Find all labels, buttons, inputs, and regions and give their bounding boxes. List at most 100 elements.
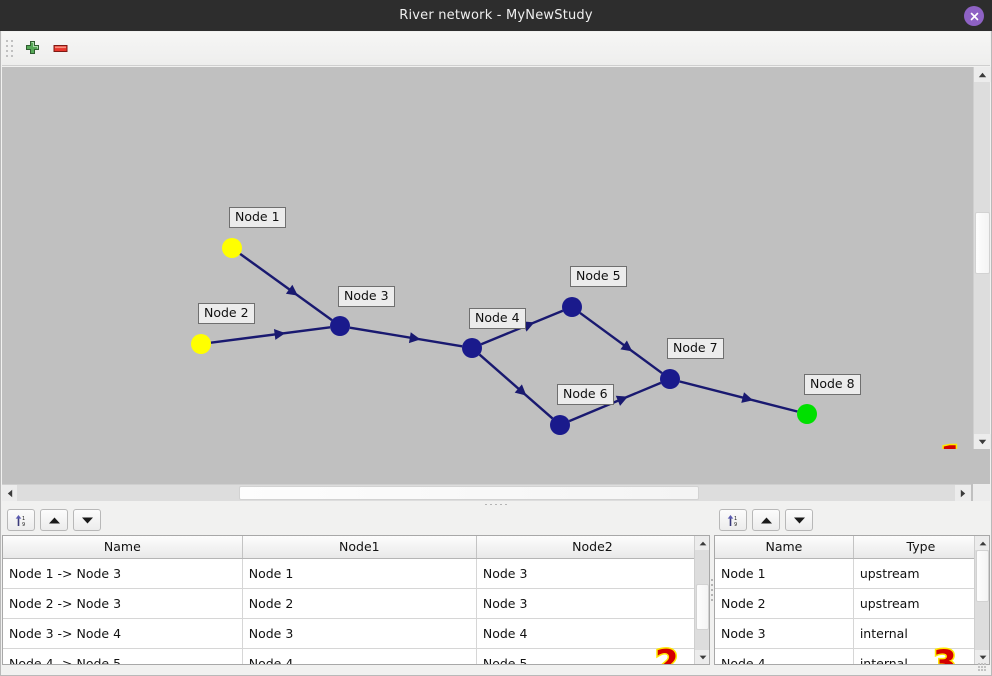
nodes-move-down-button[interactable] xyxy=(785,509,813,531)
column-header-name[interactable]: Name xyxy=(3,536,243,559)
graph-edge[interactable] xyxy=(478,353,554,420)
table-cell[interactable]: Node 1 -> Node 3 xyxy=(3,558,243,589)
graph-node[interactable] xyxy=(550,415,570,435)
graph-node-label[interactable]: Node 6 xyxy=(557,384,614,405)
network-diagram-canvas[interactable]: Node 1 Node 2 Node 3 Node 4 Node 5 Node 6 Node… xyxy=(2,67,971,449)
table-cell[interactable]: Node 4 xyxy=(476,618,709,649)
graph-node[interactable] xyxy=(797,404,817,424)
graph-node-label[interactable]: Node 1 xyxy=(229,207,286,228)
table-cell[interactable]: Node 4 xyxy=(715,648,854,664)
nodes-sort-button[interactable]: 1 9 xyxy=(719,509,747,531)
graph-node-label[interactable]: Node 4 xyxy=(469,308,526,329)
nodes-scroll-thumb[interactable] xyxy=(976,550,989,602)
table-cell[interactable]: Node 5 xyxy=(476,648,709,664)
reaches-table-scrollbar[interactable] xyxy=(694,536,709,664)
reaches-scroll-thumb[interactable] xyxy=(696,584,709,630)
chevron-down-icon xyxy=(699,655,706,659)
graph-node[interactable] xyxy=(330,316,350,336)
graph-nodes xyxy=(191,238,817,435)
table-cell[interactable]: Node 1 xyxy=(715,558,854,589)
scroll-thumb-vertical[interactable] xyxy=(975,212,990,274)
svg-text:9: 9 xyxy=(734,522,737,528)
scroll-down-button[interactable] xyxy=(974,434,991,449)
diagram-horizontal-scrollbar[interactable] xyxy=(2,484,971,501)
scroll-right-button[interactable] xyxy=(955,485,971,501)
window-resize-grip[interactable] xyxy=(978,663,986,671)
table-cell[interactable]: upstream xyxy=(853,588,989,619)
graph-edge[interactable] xyxy=(210,326,331,344)
reaches-move-up-button[interactable] xyxy=(40,509,68,531)
graph-node-label[interactable]: Node 7 xyxy=(667,338,724,359)
graph-node-label[interactable]: Node 2 xyxy=(198,303,255,324)
table-cell[interactable]: Node 3 -> Node 4 xyxy=(3,618,243,649)
table-cell[interactable]: Node 4 xyxy=(242,648,477,664)
graph-edge[interactable] xyxy=(349,326,463,348)
graph-edge[interactable] xyxy=(239,252,333,322)
column-header-node1[interactable]: Node1 xyxy=(242,536,477,559)
graph-edge-arrow xyxy=(514,384,527,396)
graph-node-label[interactable]: Node 5 xyxy=(570,266,627,287)
remove-node-button[interactable] xyxy=(46,35,74,63)
graph-edge[interactable] xyxy=(568,381,662,423)
graph-node[interactable] xyxy=(660,369,680,389)
table-cell[interactable]: Node 1 xyxy=(242,558,477,589)
nodes-move-up-button[interactable] xyxy=(752,509,780,531)
main-toolbar xyxy=(2,32,990,66)
table-cell[interactable]: Node 2 xyxy=(242,588,477,619)
graph-node-label[interactable]: Node 3 xyxy=(338,286,395,307)
column-header-type[interactable]: Type xyxy=(853,536,989,559)
graph-edge[interactable] xyxy=(579,311,663,375)
arrow-down-icon xyxy=(793,517,805,523)
nodes-scroll-down-button[interactable] xyxy=(975,650,989,664)
graph-node[interactable] xyxy=(222,238,242,258)
graph-edge[interactable] xyxy=(679,380,798,413)
column-header-node2[interactable]: Node2 xyxy=(476,536,709,559)
reaches-scroll-up-button[interactable] xyxy=(695,536,709,550)
scrollbar-corner xyxy=(973,484,990,501)
table-cell[interactable]: Node 3 xyxy=(476,558,709,589)
table-cell[interactable]: upstream xyxy=(853,558,989,589)
reaches-scroll-down-button[interactable] xyxy=(695,650,709,664)
scroll-thumb-horizontal[interactable] xyxy=(239,486,699,500)
table-cell[interactable]: Node 2 xyxy=(715,588,854,619)
table-cell[interactable]: internal xyxy=(853,648,989,664)
graph-node[interactable] xyxy=(462,338,482,358)
table-cell[interactable]: Node 3 xyxy=(715,618,854,649)
nodes-table-scrollbar[interactable] xyxy=(974,536,989,664)
chevron-down-icon xyxy=(979,655,986,659)
close-button[interactable] xyxy=(964,6,984,26)
minus-icon xyxy=(53,45,67,52)
arrow-up-icon xyxy=(48,517,60,523)
reaches-sort-button[interactable]: 1 9 xyxy=(7,509,35,531)
table-cell[interactable]: Node 2 -> Node 3 xyxy=(3,588,243,619)
toolbar-drag-handle[interactable] xyxy=(5,38,14,60)
nodes-toolbar: 1 9 xyxy=(714,505,990,535)
reaches-move-down-button[interactable] xyxy=(73,509,101,531)
graph-node-label[interactable]: Node 8 xyxy=(804,374,861,395)
table-cell[interactable]: Node 4 -> Node 5 xyxy=(3,648,243,664)
add-node-button[interactable] xyxy=(18,35,46,63)
plus-icon xyxy=(25,41,39,54)
column-header-name[interactable]: Name xyxy=(715,536,854,559)
table-cell[interactable]: Node 3 xyxy=(476,588,709,619)
scroll-up-button[interactable] xyxy=(974,67,991,82)
scroll-left-button[interactable] xyxy=(2,485,17,501)
graph-node[interactable] xyxy=(562,297,582,317)
chevron-up-icon xyxy=(979,541,986,545)
table-cell[interactable]: internal xyxy=(853,618,989,649)
nodes-scroll-up-button[interactable] xyxy=(975,536,989,550)
diagram-vertical-scrollbar[interactable] xyxy=(973,67,991,449)
panel-splitter-vertical[interactable] xyxy=(710,535,714,645)
table-cell[interactable]: Node 3 xyxy=(242,618,477,649)
graph-node[interactable] xyxy=(191,334,211,354)
